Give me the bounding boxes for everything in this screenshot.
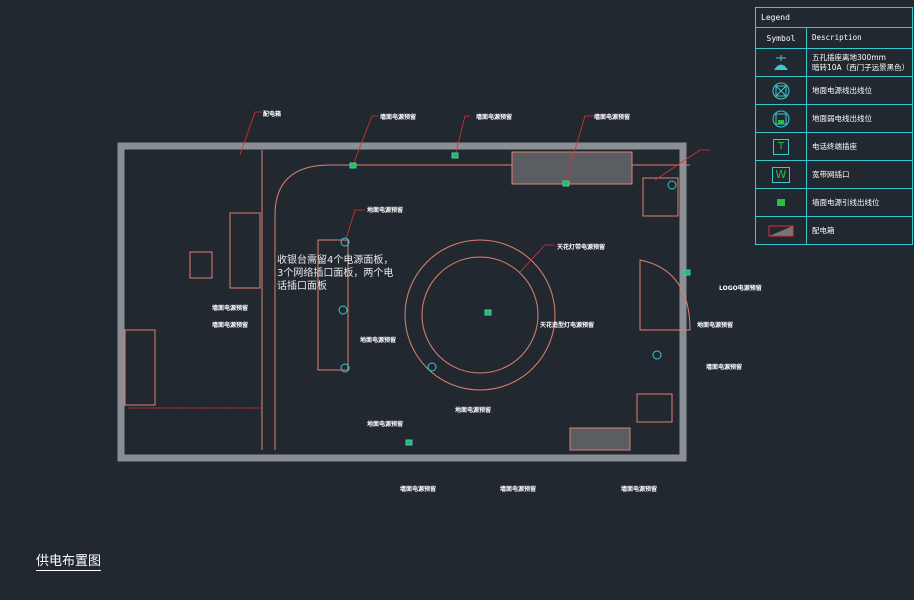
legend-desc: 地面电源线出线位: [812, 85, 872, 95]
label: 墙面电源预留: [400, 486, 437, 493]
legend-desc: 地面弱电线出线位: [812, 113, 872, 123]
label: 配电箱: [263, 111, 282, 118]
cashier-note: 收银台需留4个电源面板，3个网络插口面板，两个电话插口面板: [277, 255, 394, 292]
outer-wall: [117, 142, 687, 462]
legend-col-symbol: Symbol: [756, 28, 807, 48]
floor-weak-current-outlet-icon: [772, 110, 790, 127]
label: 墙面电源预留: [212, 305, 249, 312]
wall-power-outlet-icon: [777, 199, 785, 206]
label: 墙面电源预留: [500, 486, 537, 493]
legend-desc: 宽带网插口: [812, 169, 850, 179]
label: 墙面电源预留: [212, 322, 249, 329]
label: LOGO电源预留: [719, 285, 762, 292]
leader-lines: [239, 111, 710, 273]
floor-power-outlet-icon: [772, 82, 790, 99]
legend-desc: 五孔插座离地300mm: [812, 52, 886, 62]
legend-title: Legend: [761, 13, 790, 22]
label: 天花造型灯电源预留: [540, 322, 595, 329]
legend-desc: 配电箱: [812, 225, 835, 235]
distribution-box-icon: [768, 225, 794, 236]
label: 墙面电源预留: [621, 486, 658, 493]
label: 天花灯带电源预留: [557, 244, 606, 251]
phone-terminal-icon: T: [773, 138, 789, 155]
label: 地面电源预留: [367, 421, 404, 428]
drawing-title: 供电布置图: [36, 550, 102, 571]
label: 地面电源预留: [367, 207, 404, 214]
label: 墙面电源预留: [476, 114, 513, 121]
legend-col-description: Description: [812, 33, 862, 42]
interior-walls: [124, 150, 691, 451]
outlets: [338, 152, 691, 446]
label: 地面电源预留: [697, 322, 734, 329]
floor-socket-icon: [774, 54, 788, 70]
legend-desc: 墙面电源引线出线位: [812, 197, 880, 207]
label: 地面电源预留: [360, 337, 397, 344]
legend-desc: 暗转10A（西门子远景黑色）: [812, 62, 910, 72]
label: 墙面电源预留: [594, 114, 631, 121]
label: 墙面电源预留: [706, 364, 743, 371]
broadband-port-icon: W: [772, 166, 790, 183]
label: 墙面电源预留: [380, 114, 417, 121]
legend-desc: 电话终端插座: [812, 141, 857, 151]
label: 地面电源预留: [455, 407, 492, 414]
